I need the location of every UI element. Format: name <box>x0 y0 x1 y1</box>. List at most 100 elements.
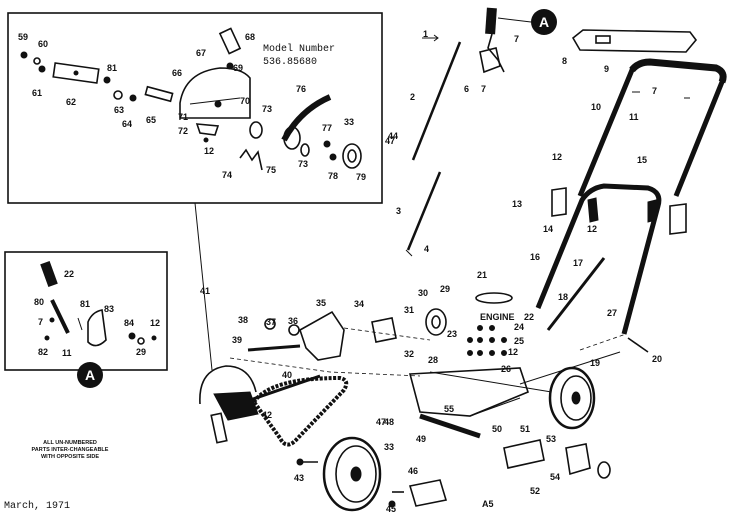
nut-icon <box>103 76 111 84</box>
part-label: 25 <box>514 336 524 346</box>
part-label: 9 <box>604 64 609 74</box>
grip-icon <box>40 261 58 287</box>
control-rod-icon <box>411 41 462 161</box>
part-label: 35 <box>316 298 326 308</box>
part-label: 40 <box>282 370 292 380</box>
part-label: 23 <box>447 329 457 339</box>
part-label: 80 <box>34 297 44 307</box>
part-label: 44 <box>388 131 398 141</box>
part-label: 36 <box>288 316 298 326</box>
part-label: 74 <box>222 170 232 180</box>
part-label: 29 <box>136 347 146 357</box>
lever-icon <box>218 27 242 55</box>
part-label: 22 <box>524 312 534 322</box>
part-label: 77 <box>322 123 332 133</box>
part-label: 13 <box>512 199 522 209</box>
belt-icon <box>251 375 349 447</box>
part-label: 14 <box>543 224 553 234</box>
frame-plate-icon <box>408 367 529 417</box>
blade-guard-icon <box>179 67 251 119</box>
part-label: 12 <box>508 347 518 357</box>
handle-clamp-icon <box>669 203 687 235</box>
part-label: 18 <box>558 292 568 302</box>
part-label: 33 <box>344 117 354 127</box>
part-label: 12 <box>204 146 214 156</box>
part-label: 39 <box>232 335 242 345</box>
part-label: 37 <box>266 317 276 327</box>
part-label: 79 <box>356 172 366 182</box>
small-wheel-icon <box>342 143 362 169</box>
part-label: 34 <box>354 299 364 309</box>
part-label: 68 <box>245 32 255 42</box>
part-label: 19 <box>590 358 600 368</box>
part-label: 1 <box>423 29 428 39</box>
part-label: 73 <box>298 159 308 169</box>
callout-a-badge <box>77 362 103 388</box>
part-label: 70 <box>240 96 250 106</box>
part-label: 29 <box>440 284 450 294</box>
part-label: 26 <box>501 364 511 374</box>
model-number-title: Model Number <box>263 43 335 55</box>
arm-icon <box>281 94 332 142</box>
shaft-icon <box>144 85 174 103</box>
part-label: 15 <box>637 155 647 165</box>
lower-handle-icon <box>535 183 662 335</box>
fastener-group <box>467 325 507 356</box>
part-label: 51 <box>520 424 530 434</box>
axle-icon <box>419 413 481 439</box>
part-label: 50 <box>492 424 502 434</box>
footnote-line: PARTS INTER-CHANGEABLE <box>32 447 109 453</box>
page-code: A5 <box>482 499 494 509</box>
part-label: 32 <box>404 349 414 359</box>
part-label: 47 <box>376 417 386 427</box>
part-label: 42 <box>262 410 272 420</box>
latch-plate-icon <box>87 309 107 347</box>
part-label: 84 <box>124 318 134 328</box>
part-label: 55 <box>444 404 454 414</box>
handle-cover-icon <box>571 29 698 53</box>
part-label: 2 <box>410 92 415 102</box>
callout-a-badge <box>531 9 557 35</box>
leader-line <box>194 202 213 371</box>
part-label: 52 <box>530 486 540 496</box>
height-lever-icon <box>503 439 545 469</box>
link-icon <box>50 299 70 334</box>
part-label: 31 <box>404 305 414 315</box>
part-label: 60 <box>38 39 48 49</box>
part-label: 30 <box>418 288 428 298</box>
cable-rod-icon <box>406 171 442 251</box>
part-label: 38 <box>238 315 248 325</box>
part-label: 61 <box>32 88 42 98</box>
part-label: 7 <box>652 86 657 96</box>
revision-date: March, 1971 <box>4 500 70 512</box>
washer-icon <box>113 90 123 100</box>
wear-plate-icon <box>408 479 448 507</box>
part-label: 3 <box>396 206 401 216</box>
spacer-icon <box>249 121 263 139</box>
part-label: 72 <box>178 126 188 136</box>
engine-label: ENGINE <box>480 312 515 322</box>
spring-icon <box>239 148 263 171</box>
part-label: 7 <box>38 317 43 327</box>
footnote-line: ALL UN-NUMBERED <box>43 440 97 446</box>
inset-top-panel: Model Number 536.85680 <box>7 12 383 204</box>
part-label: 28 <box>428 355 438 365</box>
inset-a-panel: 22 80 81 83 7 11 82 84 12 29 A <box>4 251 168 388</box>
part-label: 81 <box>80 299 90 309</box>
part-label: 63 <box>114 105 124 115</box>
part-label: 69 <box>233 63 243 73</box>
part-label: 12 <box>587 224 597 234</box>
part-label: 43 <box>294 473 304 483</box>
part-label: 20 <box>652 354 662 364</box>
part-label: 81 <box>107 63 117 73</box>
part-label: 46 <box>408 466 418 476</box>
handle-clamp-icon <box>551 187 567 217</box>
footnote-line: WITH OPPOSITE SIDE <box>41 454 99 460</box>
part-label: 75 <box>266 165 276 175</box>
part-label: 6 <box>464 84 469 94</box>
idler-bracket-icon <box>371 317 397 343</box>
mounting-bracket-icon <box>299 310 345 361</box>
pulley-icon <box>425 308 447 336</box>
part-label: 45 <box>386 504 396 514</box>
